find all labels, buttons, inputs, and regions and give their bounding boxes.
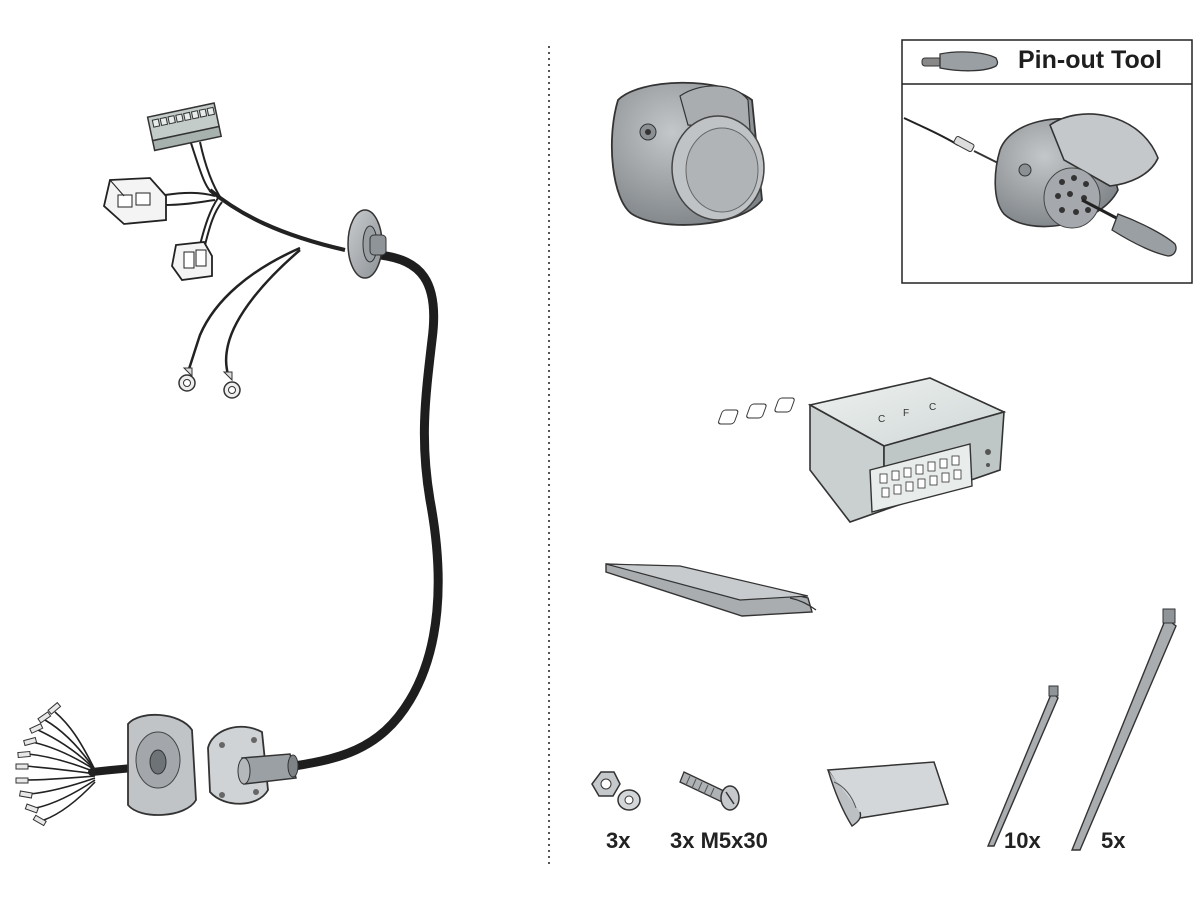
short-ties-quantity-label: 10x [1004,828,1041,853]
control-module: C F C [718,377,1007,523]
cable-tie-long [1070,608,1177,851]
socket-flange-plate [207,725,269,805]
pinout-tool-panel [901,39,1193,284]
detail-socket [994,113,1159,229]
harness-wire [164,191,216,197]
long-ties-quantity-label: 5x [1101,828,1126,853]
ring-terminal [222,371,241,399]
pinout-tool-title: Pin-out Tool [1018,46,1162,74]
grommet-top [347,209,387,279]
screw [679,771,740,811]
multipin-connector [146,102,223,152]
harness-cable [208,188,346,252]
module-mark-2: F [903,408,909,419]
module-mark-3: C [929,402,936,413]
cable-tie-short [986,685,1059,847]
mounting-grommet [127,713,197,816]
pinout-tool-icon [921,51,999,72]
connector-white-large [103,177,167,225]
screws-quantity-label: 3x M5x30 [670,828,768,853]
nuts-quantity-label: 3x [606,828,631,853]
module-mark-1: C [878,414,885,425]
harness-wire [199,197,219,246]
ring-terminal [178,367,196,392]
cable-sleeve [237,753,299,785]
wire-ends [25,711,96,821]
module-markings: C F C [718,397,936,425]
ground-wire [186,246,301,373]
wire-pins [15,701,62,827]
module-connector [869,443,973,513]
wiring-harness [15,102,443,827]
trailer-socket [610,81,765,226]
connector-white-small [171,241,213,281]
detail-pin [953,135,999,164]
harness-wire [189,139,216,196]
detail-tool [1081,198,1177,257]
harness-cable-loop [275,250,443,773]
ground-wire [224,249,301,376]
harness-wire [164,199,216,206]
harness-wire [204,201,223,246]
nut-and-washer [591,771,641,811]
adhesive-strip [605,563,817,617]
cleaning-wipe [826,761,949,827]
